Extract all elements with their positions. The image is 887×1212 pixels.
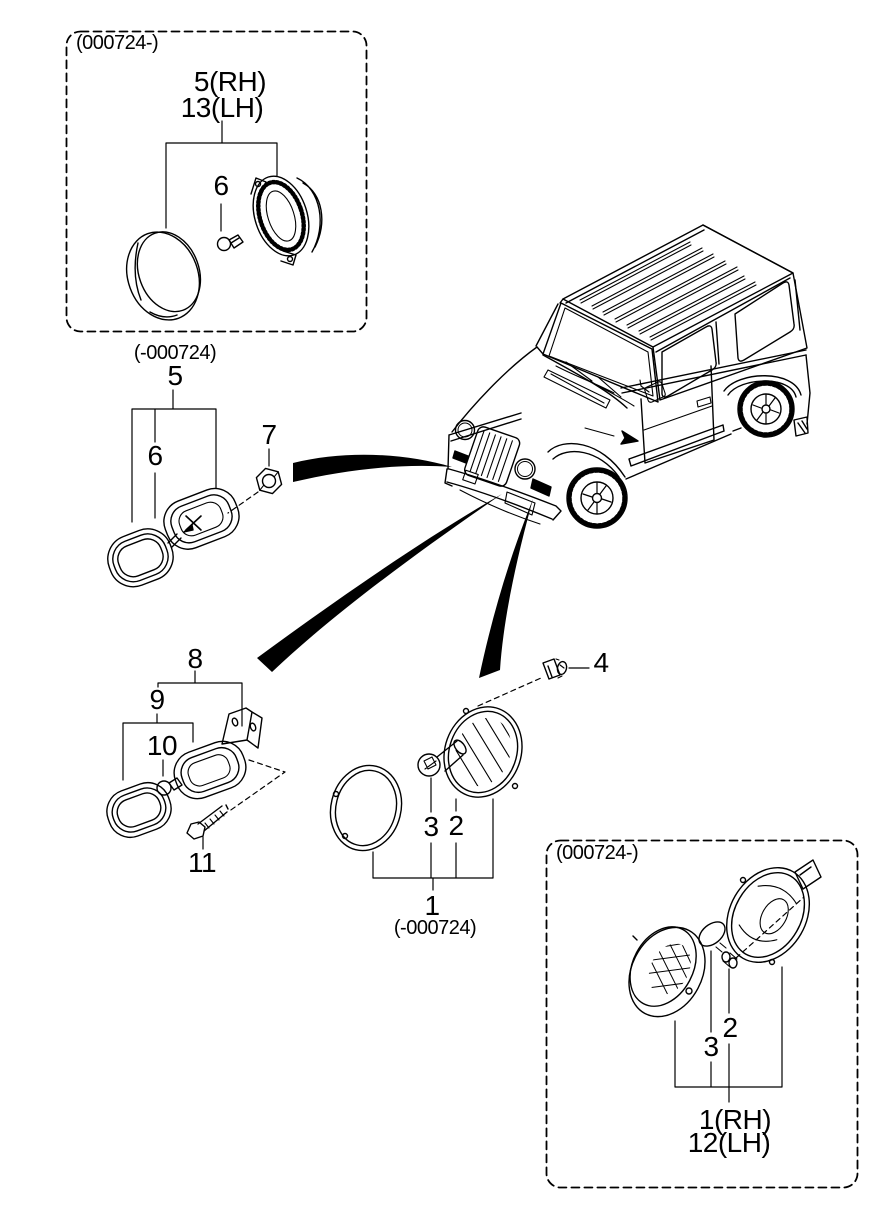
sidelamp-bulb: [156, 777, 183, 796]
callout-11-side-bolt: 11: [187, 847, 217, 878]
callout-5-rh: 5(RH): [193, 66, 267, 97]
late-roundlamp-range-label: (000724-): [556, 842, 639, 864]
sidelamp-bolt: [186, 804, 229, 840]
callout-9-side-unit: 9: [149, 684, 165, 715]
callout-6-bulb: 6: [147, 440, 163, 471]
callout-3-late-bulb: 3: [703, 1031, 719, 1062]
late-foglamp-box: [65, 30, 368, 333]
roundlamp-late-lens: [628, 926, 706, 1018]
leader-lines-box1: [165, 120, 278, 232]
callout-2-round-housing: 2: [448, 810, 464, 841]
leader-lines-box2: [674, 896, 805, 1103]
callout-7-nut: 7: [261, 419, 277, 450]
foglamp-late-bulb: [216, 234, 244, 252]
callout-13-lh: 13(LH): [180, 92, 264, 123]
leader-lines-side-group: [122, 670, 286, 850]
callout-3-round-bulb: 3: [423, 811, 439, 842]
foglamp-early-nut: [255, 467, 283, 495]
arrow-to-grille: [293, 454, 452, 482]
early-roundlamp-range-label: (-000724): [393, 917, 477, 939]
callout-1-rh: 1(RH): [698, 1104, 772, 1135]
foglamp-early-lens: [107, 528, 174, 588]
arrow-to-bumper-center: [257, 494, 502, 672]
callout-2-late-socket: 2: [722, 1012, 738, 1043]
callout-1-round-assembly: 1: [424, 890, 440, 921]
roundlamp-late-bulb: [698, 921, 727, 953]
sidelamp-housing: [173, 740, 247, 800]
callout-12-lh: 12(LH): [687, 1127, 771, 1158]
late-roundlamp-box: [545, 839, 859, 1189]
late-foglamp-range-label: (000724-): [76, 32, 159, 54]
foglamp-late-housing: [250, 175, 323, 266]
roundlamp-late-housing: [725, 859, 822, 966]
callout-8-side-assembly: 8: [187, 643, 203, 674]
sidelamp-lens: [106, 782, 172, 838]
arrow-to-bumper-right: [479, 499, 533, 678]
roundlamp-late-socket: [721, 951, 738, 969]
callout-5-assembly: 5: [167, 360, 183, 391]
leader-lines-front-group: [131, 389, 270, 523]
foglamp-early-housing: [163, 487, 240, 550]
sidelamp-bracket: [221, 707, 263, 749]
roundlamp-early-housing: [443, 706, 523, 798]
roundlamp-early-screw: [542, 658, 568, 680]
callout-10-side-bulb: 10: [146, 730, 178, 761]
leader-lines-round-group: [372, 667, 590, 891]
callout-6-late-bulb: 6: [213, 170, 229, 201]
vehicle-illustration: [444, 224, 811, 529]
roundlamp-early-ring: [329, 764, 403, 852]
early-foglamp-range-label: (-000724): [133, 342, 217, 364]
foglamp-late-lens: [125, 231, 202, 321]
callout-4-screw: 4: [593, 647, 609, 678]
